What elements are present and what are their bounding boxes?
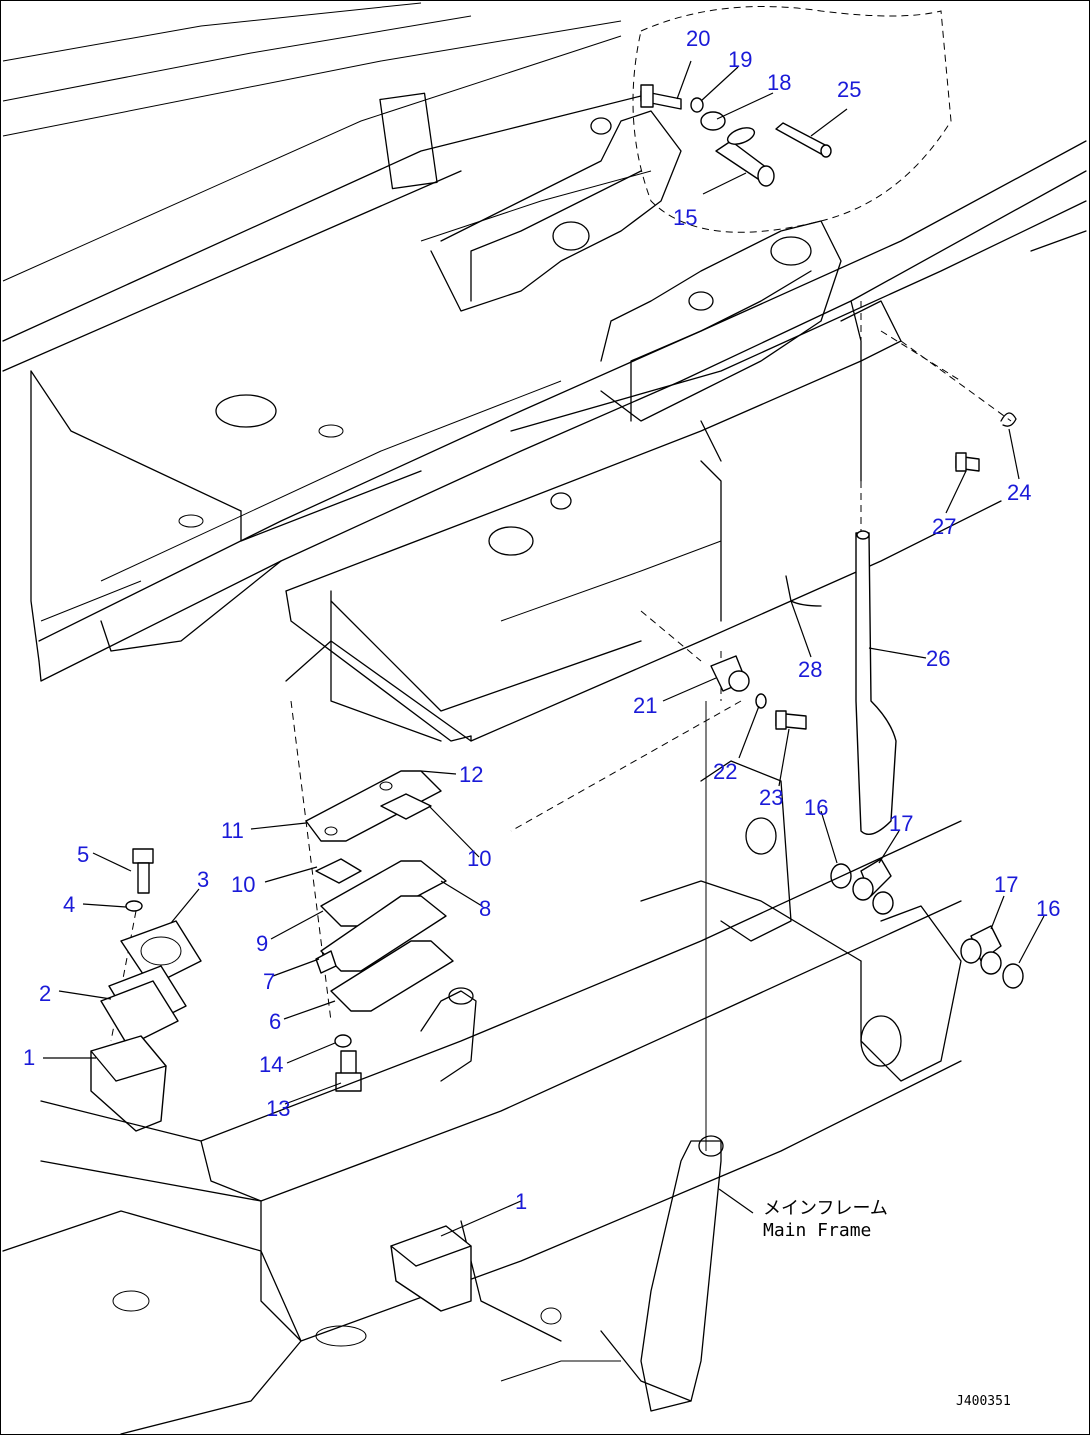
callout-1-left: 1 (23, 1045, 36, 1070)
callout-3: 3 (197, 867, 210, 892)
callout-12: 12 (459, 762, 484, 787)
callout-17-right: 17 (994, 872, 1019, 897)
hinge-bracket-assembly (430, 110, 842, 422)
callout-6: 6 (269, 1009, 282, 1034)
callout-24: 24 (1007, 480, 1032, 505)
callout-25: 25 (837, 77, 862, 102)
lever-parts (785, 301, 1017, 835)
callout-5: 5 (77, 842, 90, 867)
body-structure (2, 2, 1087, 742)
callout-7: 7 (263, 969, 276, 994)
callout-19: 19 (728, 47, 753, 72)
drawing-code: J400351 (956, 1394, 1011, 1409)
callout-23: 23 (759, 785, 784, 810)
main-frame-label-en: Main Frame (763, 1220, 872, 1241)
callout-4: 4 (63, 892, 76, 917)
main-frame (2, 760, 962, 1434)
callout-15: 15 (673, 205, 698, 230)
callout-10-lower: 10 (231, 872, 256, 897)
callout-2: 2 (39, 981, 52, 1006)
main-frame-label: メインフレーム Main Frame (763, 1198, 888, 1242)
callout-28: 28 (798, 657, 823, 682)
callout-9: 9 (256, 931, 269, 956)
pin-parts (510, 610, 807, 1151)
callout-13: 13 (266, 1096, 291, 1121)
detail-circle (632, 6, 952, 233)
callout-10-upper: 10 (467, 846, 492, 871)
callout-16-right: 16 (1036, 896, 1061, 921)
callout-26: 26 (926, 646, 951, 671)
callout-20: 20 (686, 26, 711, 51)
main-frame-label-jp: メインフレーム (763, 1198, 888, 1219)
callout-22: 22 (713, 759, 738, 784)
callout-16-left: 16 (804, 795, 829, 820)
left-pad-parts (90, 848, 202, 1132)
pad-stack (290, 700, 454, 1092)
callout-14: 14 (259, 1052, 284, 1077)
callout-27: 27 (932, 514, 957, 539)
callout-17-left: 17 (889, 811, 914, 836)
callout-8: 8 (479, 896, 492, 921)
callout-21: 21 (633, 693, 658, 718)
pivot-bushings (830, 858, 1024, 989)
leader-lines (43, 60, 1045, 1237)
callout-1-lower: 1 (515, 1189, 528, 1214)
callout-11: 11 (221, 818, 244, 843)
detail-parts (640, 84, 832, 187)
callout-18: 18 (767, 70, 792, 95)
